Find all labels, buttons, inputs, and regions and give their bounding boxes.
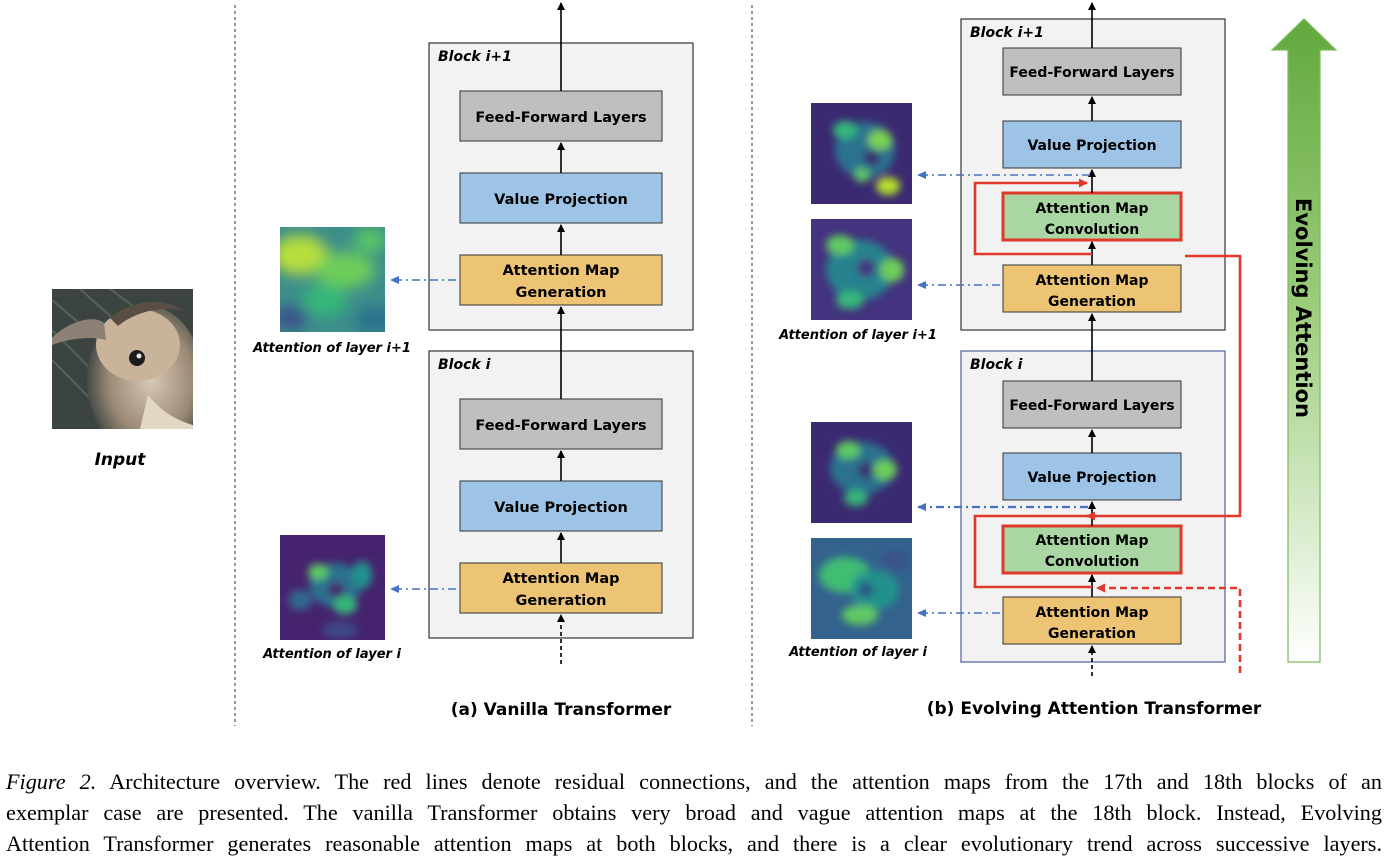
input-label: Input	[95, 450, 147, 470]
evolving-amg-bottom	[1002, 596, 1182, 645]
evolving-caption: (b) Evolving Attention Transformer	[927, 699, 1262, 719]
evolving-attention-arrow	[1270, 18, 1338, 663]
residual-cross-block	[973, 254, 1242, 589]
vanilla-attention-map-bottom	[280, 535, 385, 640]
vanilla-ff-top	[459, 90, 663, 142]
vanilla-attn-bottom-label: Attention of layer i	[262, 647, 401, 662]
evolving-amc-bottom-line2: Convolution	[1045, 554, 1139, 570]
vanilla-attn-top-label: Attention of layer i+1	[252, 341, 411, 356]
evolving-transformer: Block i+1 Block i Feed-Forward Layers Va…	[778, 2, 1338, 719]
evolving-ff-top	[1002, 47, 1182, 96]
evolving-amc-bottom-line1: Attention Map	[1035, 533, 1148, 549]
vanilla-ff-bottom-label: Feed-Forward Layers	[475, 418, 646, 434]
evolving-attention-map-2	[811, 219, 912, 320]
evolving-attention-map-1	[811, 103, 912, 204]
evolving-amg-bottom-line2: Generation	[1048, 626, 1136, 642]
vanilla-amg-top-line2: Generation	[515, 285, 606, 301]
evolving-attention-map-4	[811, 538, 912, 639]
evolving-attn-top-label: Attention of layer i+1	[778, 328, 937, 343]
evolving-vp-top	[1002, 120, 1182, 169]
evolving-block-bottom-label: Block i	[970, 357, 1023, 373]
evolving-amc-bottom	[1001, 524, 1183, 575]
evolving-attention-arrow-label: Evolving Attention	[1291, 198, 1315, 418]
vanilla-amg-top-line1: Attention Map	[502, 263, 619, 279]
vanilla-attention-map-top	[280, 227, 385, 332]
evolving-amg-top-line1: Attention Map	[1035, 273, 1148, 289]
vanilla-amg-bottom-line1: Attention Map	[502, 571, 619, 587]
caption-line-2: exemplar case are presented. The vanilla…	[6, 800, 1382, 825]
evolving-vp-bottom	[1002, 452, 1182, 501]
vanilla-ff-top-label: Feed-Forward Layers	[475, 110, 646, 126]
architecture-diagram: Input Block i+1 Block i Feed-Forward Lay…	[52, 2, 1338, 726]
caption-line-1: Figure 2. Architecture overview. The red…	[6, 766, 1382, 797]
caption-figure-number: Figure 2.	[6, 769, 97, 794]
evolving-ff-bottom-label: Feed-Forward Layers	[1009, 398, 1174, 414]
evolving-vp-bottom-label: Value Projection	[1027, 470, 1156, 486]
vanilla-block-top-label: Block i+1	[438, 49, 512, 65]
vanilla-ff-bottom	[459, 398, 663, 450]
vanilla-block-bottom-label: Block i	[438, 357, 491, 373]
evolving-ff-bottom	[1002, 380, 1182, 429]
vanilla-amg-bottom-line2: Generation	[515, 593, 606, 609]
evolving-block-top-label: Block i+1	[970, 25, 1044, 41]
caption-line-3: Attention Transformer generates reasonab…	[6, 831, 1382, 856]
input-image	[52, 289, 193, 429]
evolving-attn-bottom-label: Attention of layer i	[788, 645, 927, 660]
evolving-amc-top-line1: Attention Map	[1035, 201, 1148, 217]
evolving-ff-top-label: Feed-Forward Layers	[1009, 65, 1174, 81]
vanilla-amg-top	[459, 254, 663, 306]
evolving-amg-top-line2: Generation	[1048, 294, 1136, 310]
figure-caption: Figure 2. Architecture overview. The red…	[6, 766, 1382, 859]
vanilla-vp-top-label: Value Projection	[494, 192, 628, 208]
evolving-amg-bottom-line1: Attention Map	[1035, 605, 1148, 621]
caption-text-1: Architecture overview. The red lines den…	[96, 769, 1382, 794]
vanilla-transformer: Block i+1 Block i Feed-Forward Layers Va…	[252, 2, 694, 720]
evolving-attention-map-3	[811, 422, 912, 523]
residual-top-skip	[973, 178, 1092, 256]
residual-input-dashed	[1096, 583, 1242, 673]
evolving-amc-top-line2: Convolution	[1045, 222, 1139, 238]
vanilla-vp-bottom-label: Value Projection	[494, 500, 628, 516]
evolving-vp-top-label: Value Projection	[1027, 138, 1156, 154]
vanilla-caption: (a) Vanilla Transformer	[451, 700, 672, 720]
vanilla-vp-top	[459, 172, 663, 224]
